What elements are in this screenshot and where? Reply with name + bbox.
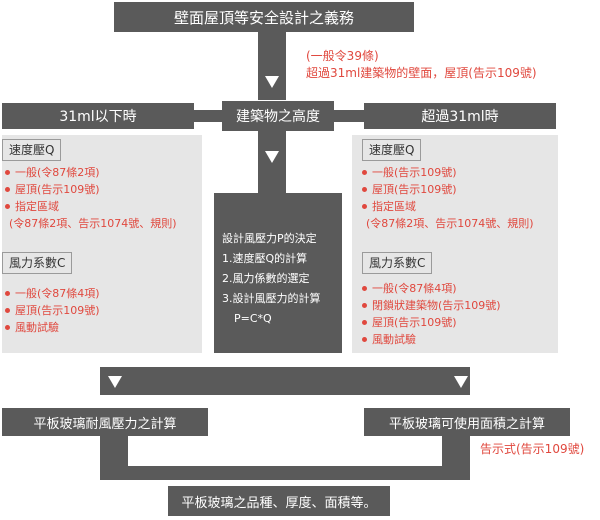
list-item: 一般(令87條2項) (5, 164, 177, 181)
title-text: 壁面屋頂等安全設計之義務 (173, 8, 354, 27)
regulation-note-line1: (一般令39條) (306, 49, 379, 63)
bullet-icon (5, 291, 10, 296)
list-item: 屋頂(告示109號) (362, 181, 534, 198)
center-calc-step: 3.設計風壓力的計算 (222, 292, 321, 305)
regulation-note: (一般令39條) 超過31ml建築物的壁面，屋頂(告示109號) (306, 48, 537, 82)
right-panel-bg (352, 135, 558, 353)
frame-bottom-bar (100, 466, 470, 480)
center-calc-step: 2.風力係數的選定 (222, 272, 310, 285)
branch-left-box: 31ml以下時 (2, 103, 194, 129)
title-box: 壁面屋頂等安全設計之義務 (114, 2, 414, 32)
right-wind-list: 一般(令87條4項) 閉鎖狀建築物(告示109號) 屋頂(告示109號) 風動試… (362, 280, 501, 348)
center-calc-box (214, 193, 342, 353)
bullet-icon (5, 204, 10, 209)
bullet-icon (362, 320, 367, 325)
regulation-note-line2: 超過31ml建築物的壁面，屋頂(告示109號) (306, 66, 537, 80)
left-velocity-list: 一般(令87條2項) 屋頂(告示109號) 指定區域 (令87條2項、告示107… (5, 164, 177, 232)
center-calc-step: 1.速度壓Q的計算 (222, 252, 308, 265)
frame-right-leg (442, 436, 470, 466)
left-wind-label: 風力系數C (2, 252, 73, 274)
bullet-icon (362, 286, 367, 291)
bottom-right-label: 平板玻璃可使用面積之計算 (388, 416, 545, 432)
left-wind-list: 一般(令87條4項) 屋頂(告示109號) 風動試驗 (5, 285, 100, 336)
bullet-icon (5, 325, 10, 330)
connector-right (334, 110, 364, 122)
bullet-icon (362, 170, 367, 175)
trunk-mid (258, 131, 286, 195)
list-item: 指定區域 (362, 198, 534, 215)
bullet-icon (362, 187, 367, 192)
left-velocity-label: 速度壓Q (2, 139, 62, 161)
height-label: 建築物之高度 (236, 109, 320, 125)
result-box: 平板玻璃之品種、厚度、面積等。 (168, 486, 390, 516)
bullet-icon (5, 187, 10, 192)
right-velocity-label: 速度壓Q (362, 139, 422, 161)
bullet-icon (362, 303, 367, 308)
center-calc-title: 設計風壓力P的決定 (222, 232, 317, 245)
list-item-continuation: (令87條2項、告示1074號、規則) (9, 217, 177, 230)
left-panel-bg (2, 135, 202, 353)
branch-right-label: 超過31ml時 (421, 109, 499, 125)
bullet-icon (362, 337, 367, 342)
list-item: 一般(令87條4項) (5, 285, 100, 302)
arrow-down-icon (108, 376, 122, 388)
arrow-down-icon (454, 376, 468, 388)
connector-left (194, 110, 222, 122)
list-item: 屋頂(告示109號) (5, 302, 100, 319)
bottom-left-box: 平板玻璃耐風壓力之計算 (2, 408, 208, 436)
center-calc-formula: P=C*Q (234, 312, 272, 325)
list-item: 指定區域 (5, 198, 177, 215)
branch-left-label: 31ml以下時 (59, 109, 137, 125)
list-item: 一般(令87條4項) (362, 280, 501, 297)
result-label: 平板玻璃之品種、厚度、面積等。 (181, 495, 377, 511)
bottom-left-label: 平板玻璃耐風壓力之計算 (33, 416, 177, 432)
branch-right-box: 超過31ml時 (364, 103, 556, 129)
trunk-top (258, 32, 286, 100)
list-item: 屋頂(告示109號) (5, 181, 177, 198)
list-item: 風動試驗 (5, 319, 100, 336)
bullet-icon (5, 170, 10, 175)
frame-top-bar (100, 367, 470, 395)
bottom-right-note: 告示式(告示109號) (480, 442, 585, 456)
arrow-down-icon (265, 151, 279, 163)
center-calc-content: 設計風壓力P的決定 1.速度壓Q的計算 2.風力係數的選定 3.設計風壓力的計算… (222, 229, 321, 329)
list-item: 屋頂(告示109號) (362, 314, 501, 331)
list-item: 閉鎖狀建築物(告示109號) (362, 297, 501, 314)
list-item: 風動試驗 (362, 331, 501, 348)
bullet-icon (5, 308, 10, 313)
right-velocity-list: 一般(告示109號) 屋頂(告示109號) 指定區域 (令87條2項、告示107… (362, 164, 534, 232)
bottom-right-box: 平板玻璃可使用面積之計算 (364, 408, 570, 436)
arrow-down-icon (265, 76, 279, 88)
list-item-continuation: (令87條2項、告示1074號、規則) (366, 217, 534, 230)
right-wind-label: 風力系數C (362, 252, 433, 274)
height-box: 建築物之高度 (222, 101, 334, 131)
frame-left-leg (100, 436, 128, 466)
list-item: 一般(告示109號) (362, 164, 534, 181)
bullet-icon (362, 204, 367, 209)
